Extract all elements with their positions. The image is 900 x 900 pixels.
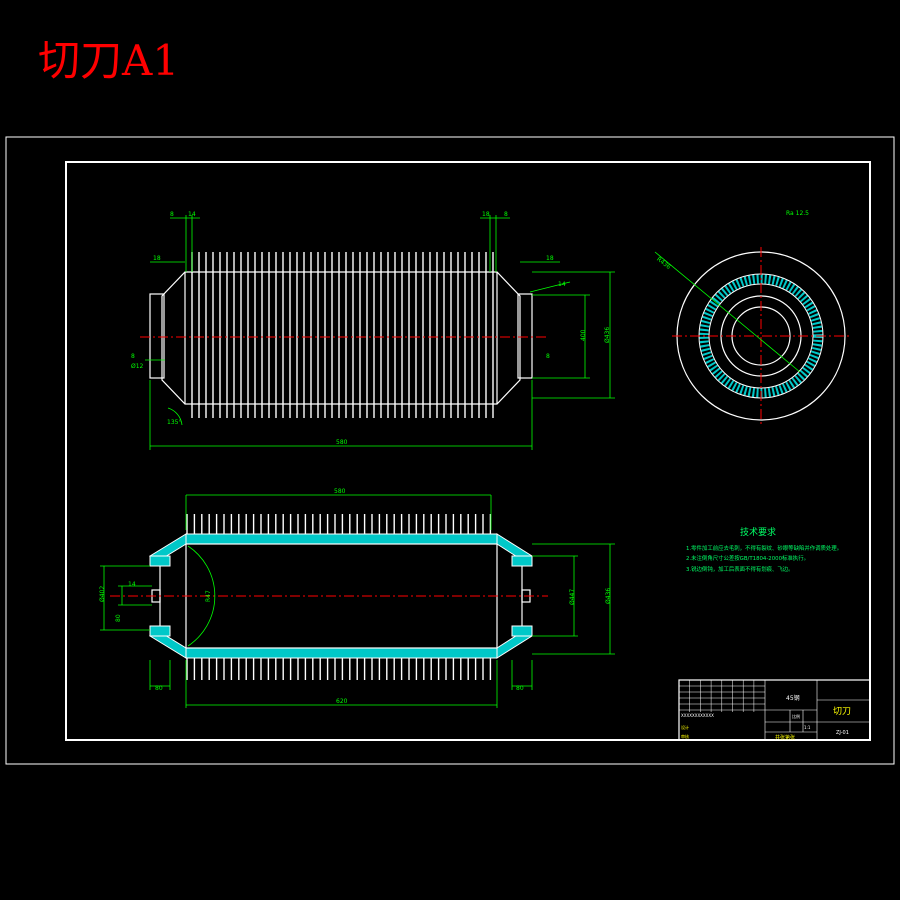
front-cutting-fins <box>191 252 494 418</box>
tb-checker: 审核 <box>681 733 689 739</box>
technical-notes: 技术要求 1.零件加工前应去毛刺，不得有裂纹、砂眼等缺陷并作调质处理。 2.未注… <box>686 526 842 573</box>
side-roughness: Ra 12.5 <box>786 210 809 217</box>
front-dim-left-flange: 18 <box>153 255 161 262</box>
front-dim-hub-a: 8 <box>131 353 135 360</box>
section-dim-right-inner: Ø447 <box>569 589 576 605</box>
outer-frame <box>5 136 895 765</box>
section-dim-left-height: Ø402 <box>99 586 106 602</box>
section-dim-left-small-a: 14 <box>128 581 136 588</box>
front-dim-top-right-a: 18 <box>482 211 490 218</box>
section-fins-top <box>186 514 492 534</box>
front-dim-right-flange: 18 <box>546 255 554 262</box>
section-view: 580 620 Ø402 14 80 80 80 Ø447 Ø436 R47 <box>99 488 615 708</box>
front-dim-hub-b: 8 <box>546 353 550 360</box>
side-dim-radius: R436 <box>655 256 672 271</box>
tb-sheet: 共张第张 <box>775 734 795 741</box>
tech-note-2: 2.未注倒角尺寸公差按GB/T1804-2000标准执行。 <box>686 554 809 562</box>
tb-material: 45钢 <box>786 694 800 702</box>
section-dim-right-bottom: 80 <box>516 685 524 692</box>
front-dim-angle: 135° <box>167 419 181 426</box>
section-dim-left-bottom: 80 <box>155 685 163 692</box>
tb-designer: 设计 <box>681 724 689 730</box>
section-fins-bottom <box>186 658 492 680</box>
tb-ratio: 比例 <box>792 713 800 719</box>
tb-company: XXXXXXXXXXXX <box>681 713 714 718</box>
front-dim-overall: 580 <box>336 439 348 446</box>
title-block: 切刀 45钢 ZJ-01 1:1 比例 共张第张 设计 审核 XXXXXXXXX… <box>678 679 871 741</box>
tb-scale: 1:1 <box>804 725 811 730</box>
front-dim-outer: Ø436 <box>604 327 611 343</box>
front-dimensions <box>145 215 615 450</box>
front-dim-top-left-a: 8 <box>170 211 174 218</box>
tb-drawing-no: ZJ-01 <box>836 730 849 736</box>
front-dim-bore: 400 <box>580 329 587 341</box>
section-dim-radius: R47 <box>205 590 212 602</box>
front-dim-right-shoulder: 14 <box>558 281 566 288</box>
side-view: R436 Ra 12.5 <box>654 210 850 425</box>
section-dim-bottom: 620 <box>336 698 348 705</box>
drawing-border <box>65 161 871 741</box>
tb-part-name: 切刀 <box>833 706 851 717</box>
side-radius-leader <box>654 251 801 373</box>
front-dim-top-right-b: 8 <box>504 211 508 218</box>
front-body-outline <box>149 271 533 405</box>
tech-notes-title: 技术要求 <box>740 526 776 538</box>
front-dim-top-left-b: 14 <box>188 211 196 218</box>
section-dimensions <box>100 494 615 708</box>
sheet-title: 切刀A1 <box>38 36 179 85</box>
tech-note-3: 3.锐边倒钝，加工后表面不得有划痕、飞边。 <box>686 565 794 573</box>
section-dim-left-small-b: 80 <box>115 614 122 622</box>
front-dim-small: Ø12 <box>131 363 144 370</box>
side-ring-inner-edge <box>708 283 814 389</box>
tech-note-1: 1.零件加工前应去毛刺，不得有裂纹、砂眼等缺陷并作调质处理。 <box>686 544 842 552</box>
section-dim-top: 580 <box>334 488 346 495</box>
section-dim-right-outer: Ø436 <box>605 588 612 604</box>
front-view: 580 8 14 18 8 18 18 14 400 Ø436 8 8 Ø12 … <box>131 211 615 450</box>
section-arc <box>187 545 216 647</box>
